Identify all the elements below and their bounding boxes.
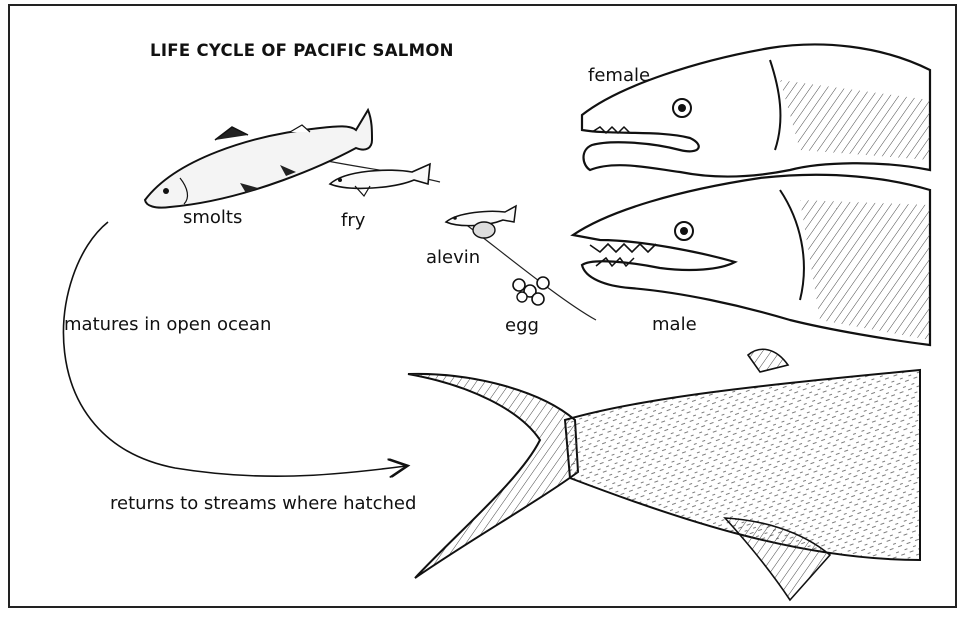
egg-icons [513, 277, 549, 305]
label-smolts: smolts [183, 209, 242, 227]
label-female: female [588, 67, 650, 85]
male-salmon-head-icon [573, 175, 930, 345]
label-return: returns to streams where hatched [110, 495, 416, 513]
cycle-arrow [63, 222, 406, 476]
label-alevin: alevin [426, 249, 480, 267]
diagram-title: LIFE CYCLE OF PACIFIC SALMON [150, 41, 454, 60]
label-male: male [652, 316, 697, 334]
returning-salmon-tail-icon [408, 349, 920, 600]
smolt-fish-icon [145, 110, 372, 208]
label-egg: egg [505, 317, 539, 335]
label-ocean: matures in open ocean [64, 316, 271, 334]
alevin-fish-icon [446, 206, 516, 238]
fry-fish-icon [330, 164, 430, 196]
label-fry: fry [341, 212, 365, 230]
